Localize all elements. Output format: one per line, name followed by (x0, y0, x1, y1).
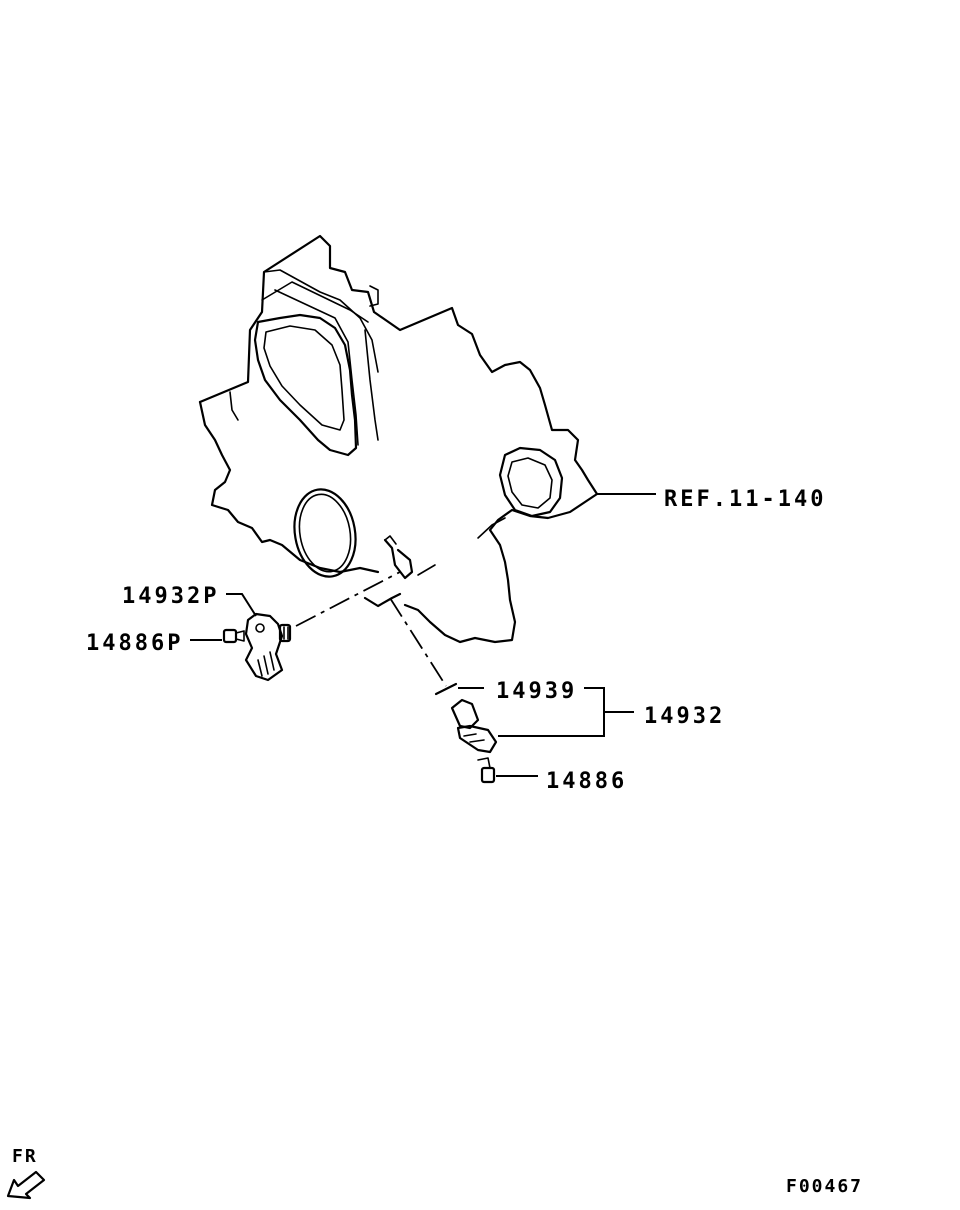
figure-code: F00467 (786, 1176, 863, 1197)
callout-14932p: 14932P (122, 584, 219, 609)
timing-cover (198, 234, 599, 644)
cam-sensor-lower (450, 698, 498, 754)
front-arrow-icon (6, 1170, 46, 1200)
callout-14932: 14932 (644, 704, 725, 729)
callout-14886: 14886 (546, 769, 627, 794)
front-direction-indicator: FR (6, 1146, 46, 1200)
callout-ref: REF.11-140 (664, 487, 826, 512)
callout-14939: 14939 (496, 679, 577, 704)
o-ring (434, 682, 458, 696)
cam-sensor-upper (244, 612, 292, 682)
direction-label: FR (12, 1146, 38, 1167)
alignment-lines (295, 571, 447, 687)
bolt-upper (222, 628, 245, 644)
leader-lines (190, 493, 656, 777)
bolt-lower (477, 757, 496, 784)
callout-14886p: 14886P (86, 631, 183, 656)
